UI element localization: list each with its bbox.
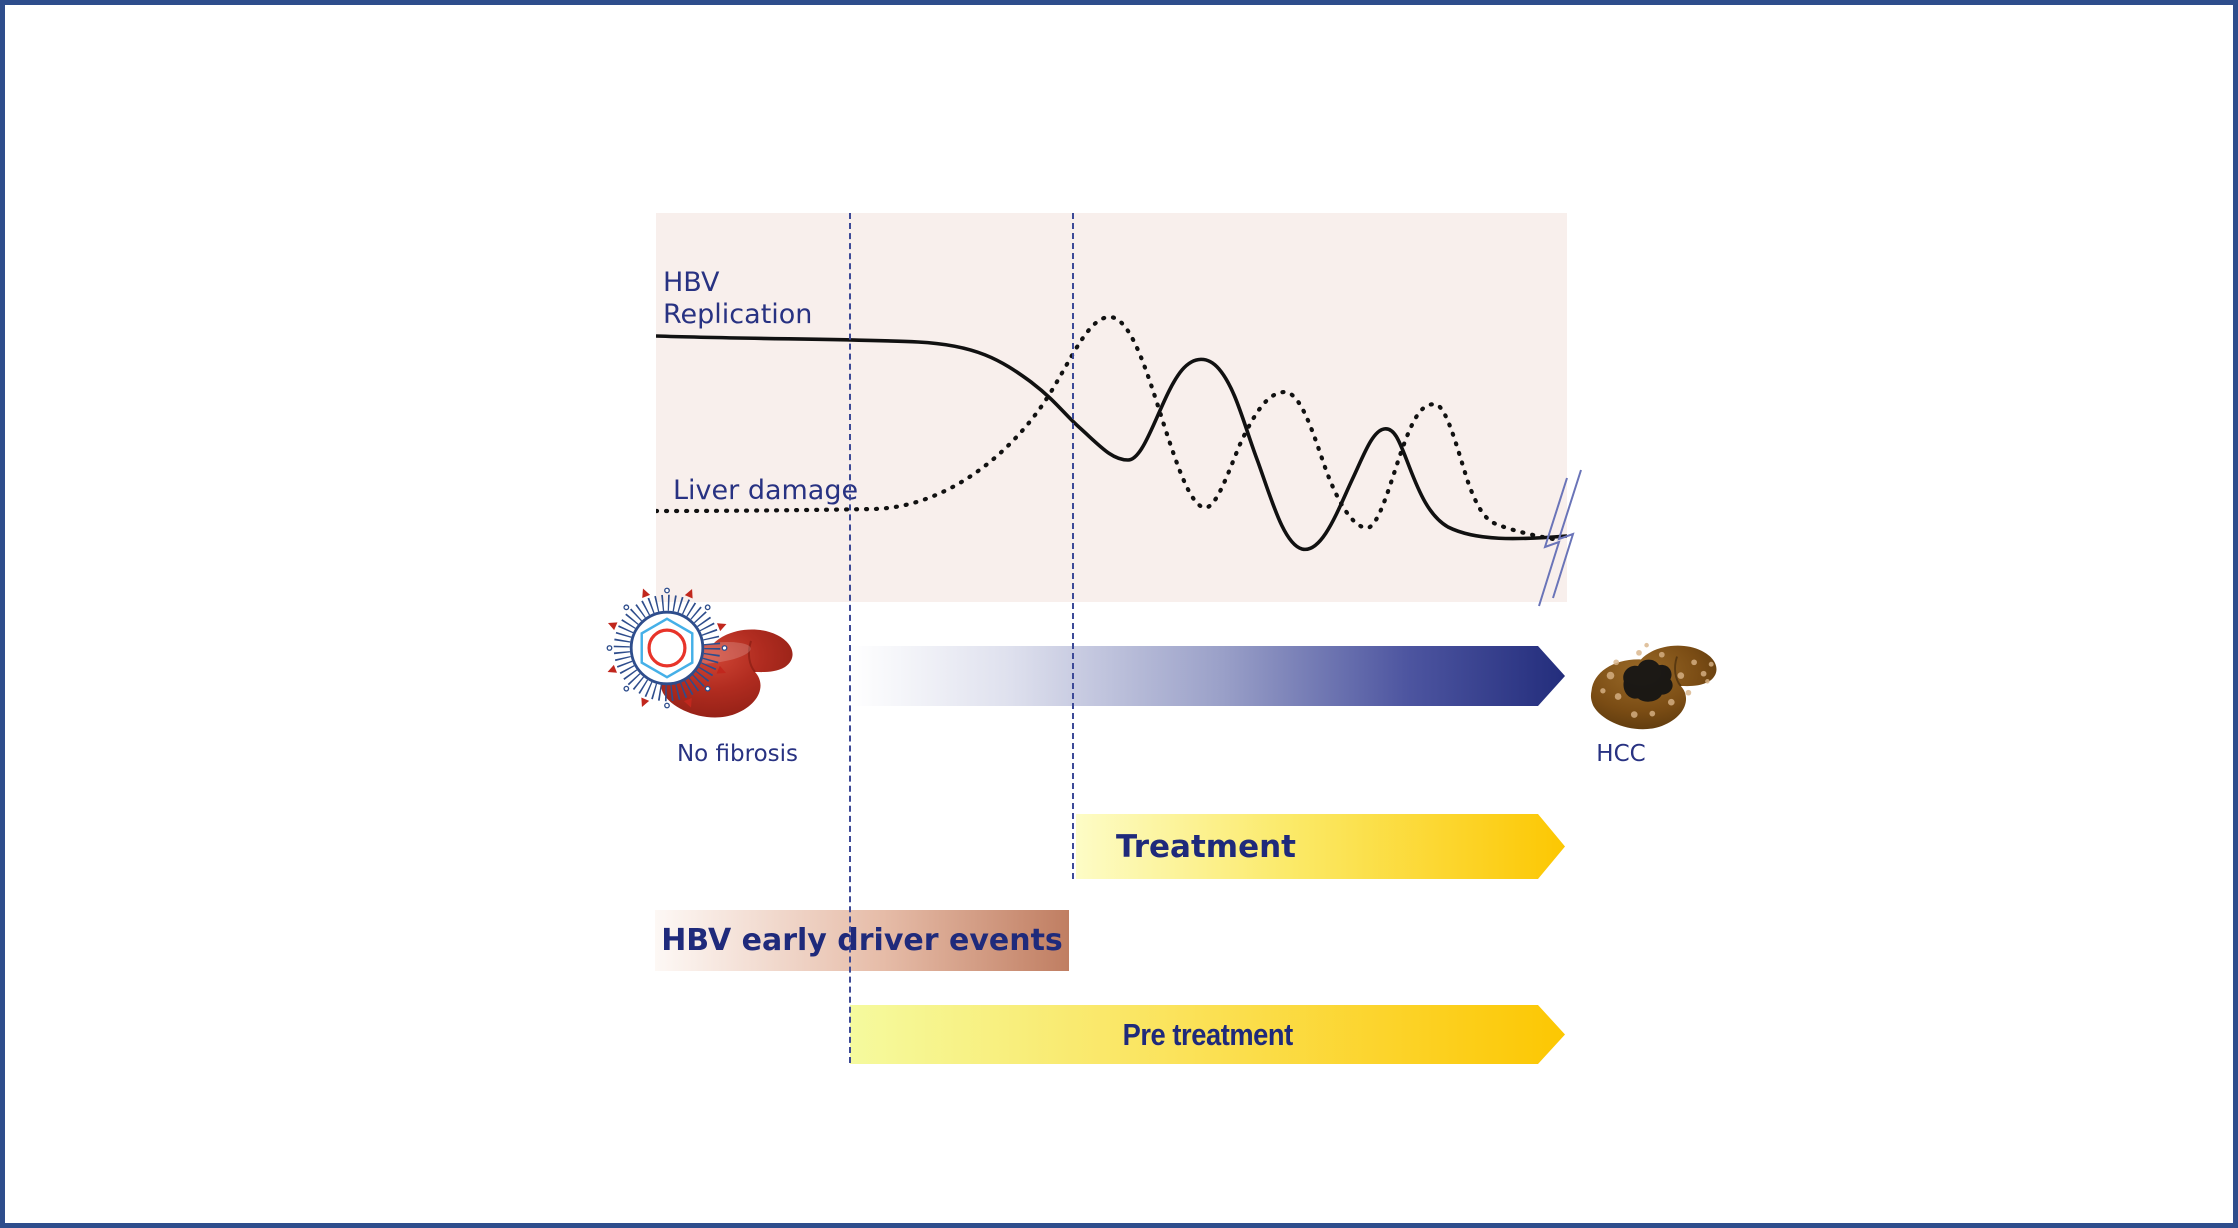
regeneration-nodules xyxy=(1600,642,1714,718)
virus-spike-arrows xyxy=(607,588,727,708)
hbv-replication-curve xyxy=(656,334,1567,551)
progression-arrow xyxy=(850,646,1565,706)
treatment-label: Treatment xyxy=(1116,828,1297,865)
chart-panel xyxy=(656,213,1567,602)
liver-damage-curve xyxy=(656,314,1562,543)
pre-treatment-arrow: Pre treatment xyxy=(850,1005,1565,1064)
timeline-marker-infection xyxy=(849,213,851,1063)
hcc-label: HCC xyxy=(1596,741,1646,767)
treatment-arrow: Treatment xyxy=(1076,814,1565,879)
hcc-tumor-liver-icon xyxy=(1590,642,1717,730)
driver-events-band: HBV early driver events xyxy=(655,910,1069,971)
axis-break-icon xyxy=(1538,469,1582,607)
timeline-marker-treatment-start xyxy=(1072,213,1074,879)
virus-spike-fringe xyxy=(613,594,721,702)
tumor-blob xyxy=(1623,659,1673,702)
hbv-replication-label: HBV Replication xyxy=(663,267,813,330)
curves-plot xyxy=(656,314,1567,551)
virus-core-circle xyxy=(647,628,687,668)
pre-treatment-label: Pre treatment xyxy=(1122,1016,1293,1052)
hbv-virion-icon xyxy=(606,587,728,709)
liver-damage-label: Liver damage xyxy=(673,475,859,506)
driver-events-label: HBV early driver events xyxy=(661,923,1063,958)
virus-spike-knobs xyxy=(606,587,728,709)
virus-capsid-hexagon xyxy=(640,617,694,679)
no-fibrosis-label: No fibrosis xyxy=(676,741,799,767)
